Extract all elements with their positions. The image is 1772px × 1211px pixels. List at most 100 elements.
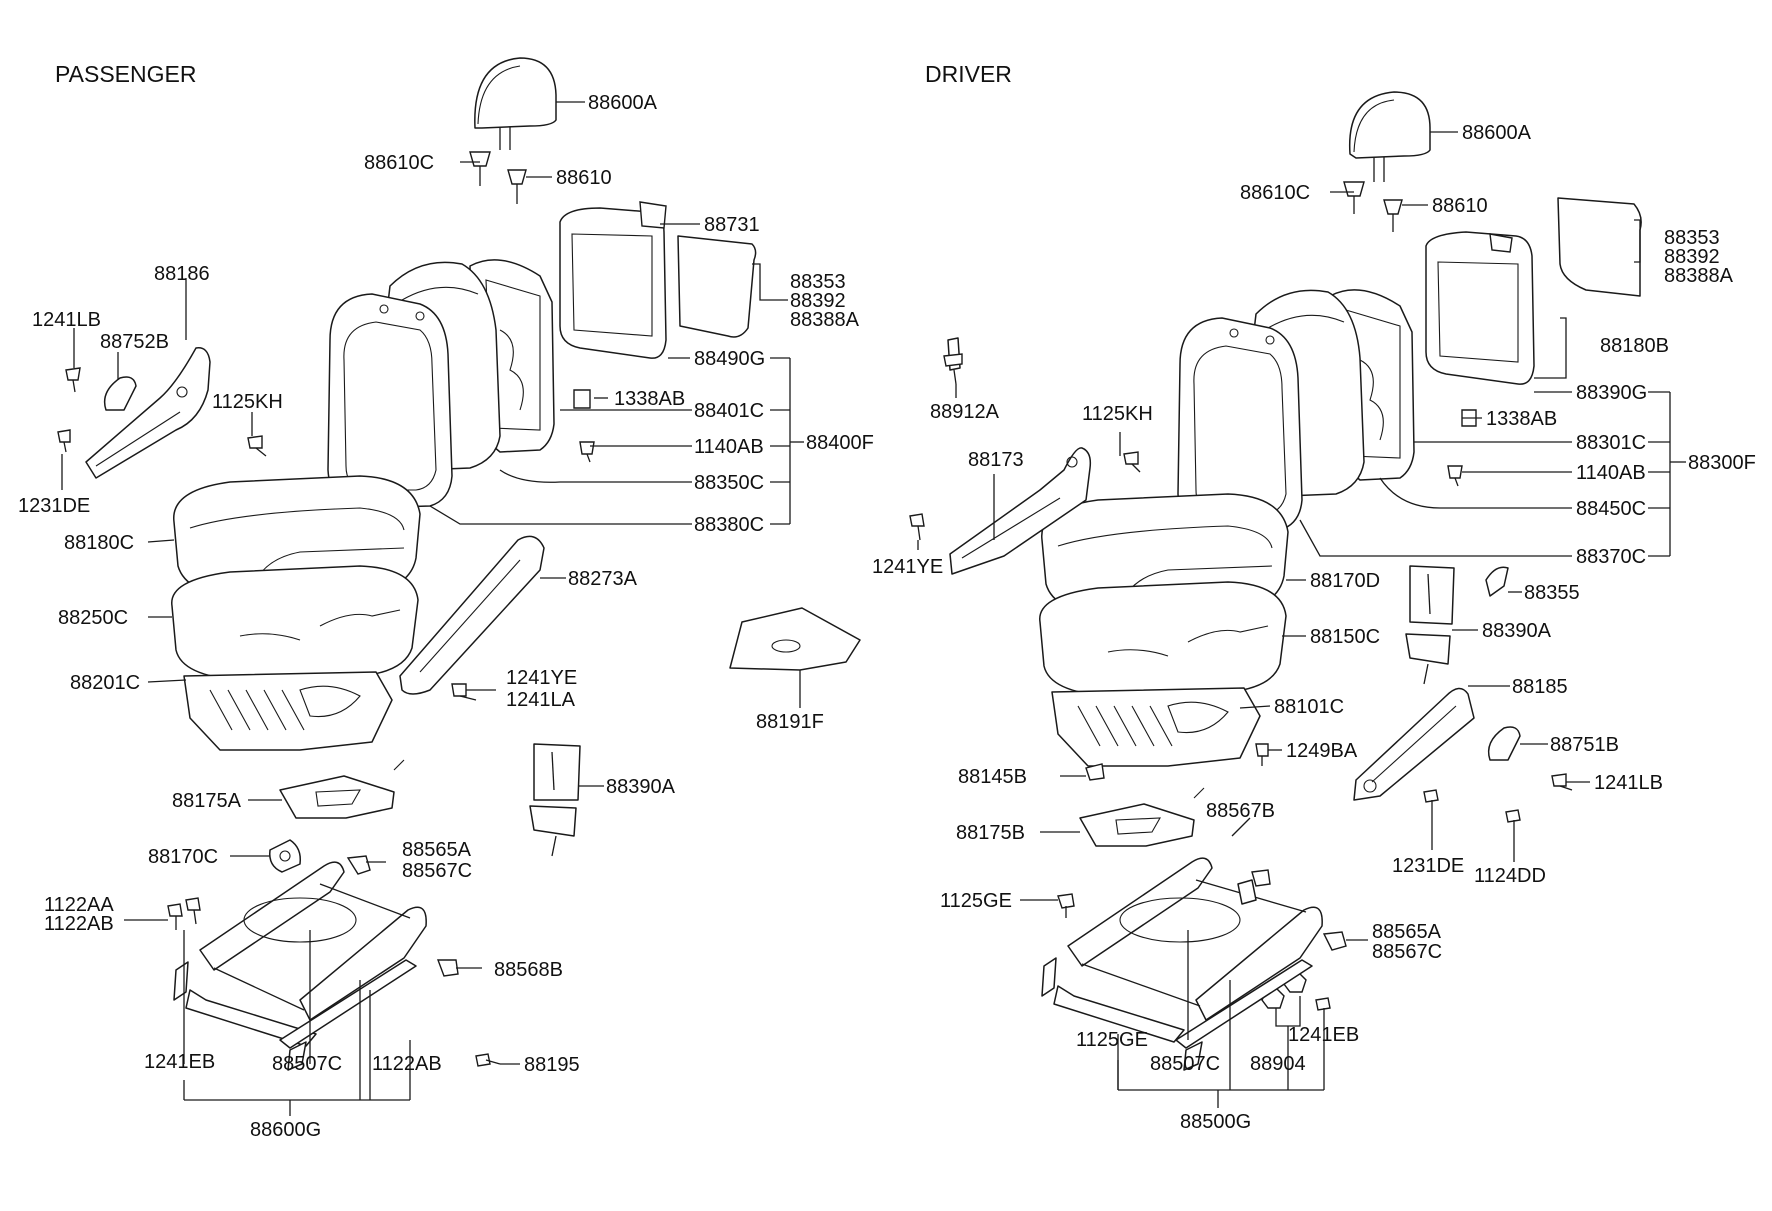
label-p-1241YE: 1241YE <box>506 667 577 689</box>
label-p-88170C: 88170C <box>148 846 218 868</box>
label-p-88600G: 88600G <box>250 1119 321 1141</box>
passenger-heater-panel-part <box>529 743 581 857</box>
passenger-headrest-part <box>474 57 557 150</box>
driver-side-trim-part <box>1353 687 1475 801</box>
passenger-lever-knob-part <box>103 376 137 411</box>
driver-seatback-board-part <box>1425 231 1535 385</box>
label-p-1338AB: 1338AB <box>614 388 685 410</box>
label-d-88500G: 88500G <box>1180 1111 1251 1133</box>
passenger-seat-track-part <box>173 861 427 1071</box>
label-p-88201C: 88201C <box>70 672 140 694</box>
label-p-1231DE: 1231DE <box>18 495 90 517</box>
driver-cushion-pan-part <box>1051 687 1261 767</box>
label-d-88610C: 88610C <box>1240 182 1310 204</box>
label-d-88600A: 88600A <box>1462 122 1532 144</box>
label-d-88904: 88904 <box>1250 1053 1306 1075</box>
label-p-88752B: 88752B <box>100 331 169 353</box>
driver-leader-lines <box>917 131 1686 1108</box>
label-d-88180B: 88180B <box>1600 335 1669 357</box>
label-d-88390G: 88390G <box>1576 382 1647 404</box>
label-d-88390A: 88390A <box>1482 620 1552 642</box>
label-p-88400F: 88400F <box>806 432 874 454</box>
passenger-parts <box>57 57 861 1071</box>
label-p-88180C: 88180C <box>64 532 134 554</box>
driver-recliner-cover-part <box>949 447 1092 575</box>
passenger-section-title: PASSENGER <box>55 61 196 87</box>
driver-cushion-pad-part <box>1039 581 1287 697</box>
label-d-88507C: 88507C <box>1150 1053 1220 1075</box>
passenger-height-lever-part <box>269 839 302 873</box>
label-d-88301C: 88301C <box>1576 432 1646 454</box>
passenger-part-labels: 88600A 88610C 88610 88731 88353 88392 88… <box>18 92 874 1141</box>
driver-bracket-part <box>1485 566 1509 597</box>
label-p-88490G: 88490G <box>694 348 765 370</box>
label-d-1125GE: 1125GE <box>940 890 1012 912</box>
passenger-bolt-parts <box>57 367 595 1067</box>
label-d-1125KH: 1125KH <box>1082 403 1153 425</box>
driver-section-title: DRIVER <box>925 61 1012 87</box>
passenger-cushion-pad-part <box>171 565 419 681</box>
label-d-88175B: 88175B <box>956 822 1025 844</box>
label-p-1122AB: 1122AB <box>44 913 114 935</box>
label-p-88731: 88731 <box>704 214 760 236</box>
driver-lever-knob-part <box>1487 726 1521 761</box>
passenger-floor-mat-part <box>729 607 861 671</box>
label-d-88610: 88610 <box>1432 195 1488 217</box>
driver-bolt-parts <box>909 409 1573 1020</box>
label-p-88565A: 88565A <box>402 839 472 861</box>
driver-switch-part <box>943 337 963 385</box>
label-p-88380C: 88380C <box>694 514 764 536</box>
label-p-1125KH: 1125KH <box>212 391 283 413</box>
passenger-recliner-cover-part <box>85 347 211 479</box>
label-d-1241EB: 1241EB <box>1288 1024 1359 1046</box>
label-d-1241YE: 1241YE <box>872 556 943 578</box>
label-d-88353: 88353 <box>1664 227 1720 249</box>
label-d-88300F: 88300F <box>1688 452 1756 474</box>
label-d-88388A: 88388A <box>1664 265 1734 287</box>
label-p-1140AB: 1140AB <box>694 436 764 458</box>
label-p-88350C: 88350C <box>694 472 764 494</box>
passenger-headrest-guide-parts <box>469 151 527 204</box>
driver-parts <box>909 91 1642 1071</box>
label-p-88195: 88195 <box>524 1054 580 1076</box>
label-p-88353: 88353 <box>790 271 846 293</box>
label-d-1124DD: 1124DD <box>1474 865 1546 887</box>
label-p-88401C: 88401C <box>694 400 764 422</box>
label-d-88450C: 88450C <box>1576 498 1646 520</box>
label-d-88567B: 88567B <box>1206 800 1275 822</box>
label-p-88388A: 88388A <box>790 309 860 331</box>
label-p-88610: 88610 <box>556 167 612 189</box>
label-d-88170D: 88170D <box>1310 570 1380 592</box>
label-p-1241EB: 1241EB <box>144 1051 215 1073</box>
label-d-88567C: 88567C <box>1372 941 1442 963</box>
label-p-88507C: 88507C <box>272 1053 342 1075</box>
driver-headrest-guide-parts <box>1343 181 1403 232</box>
passenger-back-panel-part <box>677 235 757 338</box>
label-d-88751B: 88751B <box>1550 734 1619 756</box>
driver-headrest-part <box>1348 91 1431 182</box>
label-d-88101C: 88101C <box>1274 696 1344 718</box>
driver-heater-panel-part <box>1405 565 1455 685</box>
label-p-88390A: 88390A <box>606 776 676 798</box>
driver-heater-mat-part <box>1079 787 1205 847</box>
label-p-88186: 88186 <box>154 263 210 285</box>
label-d-88912A: 88912A <box>930 401 1000 423</box>
label-d-88370C: 88370C <box>1576 546 1646 568</box>
label-p-88610C: 88610C <box>364 152 434 174</box>
label-d-1241LB: 1241LB <box>1594 772 1663 794</box>
passenger-clip-parts <box>346 855 459 977</box>
label-d-88565A: 88565A <box>1372 921 1442 943</box>
driver-back-panel-part <box>1557 197 1642 297</box>
label-p-1241LA: 1241LA <box>506 689 576 711</box>
passenger-side-trim-part <box>399 535 545 695</box>
passenger-seatback-board-part <box>559 201 667 359</box>
label-d-1231DE: 1231DE <box>1392 855 1464 877</box>
passenger-cushion-pan-part <box>183 671 393 751</box>
label-d-88145B: 88145B <box>958 766 1027 788</box>
label-d-88392: 88392 <box>1664 246 1720 268</box>
label-p-88250C: 88250C <box>58 607 128 629</box>
label-p-88567C: 88567C <box>402 860 472 882</box>
label-d-1125GE-b: 1125GE <box>1076 1029 1148 1051</box>
label-p-1122AA: 1122AA <box>44 894 114 916</box>
